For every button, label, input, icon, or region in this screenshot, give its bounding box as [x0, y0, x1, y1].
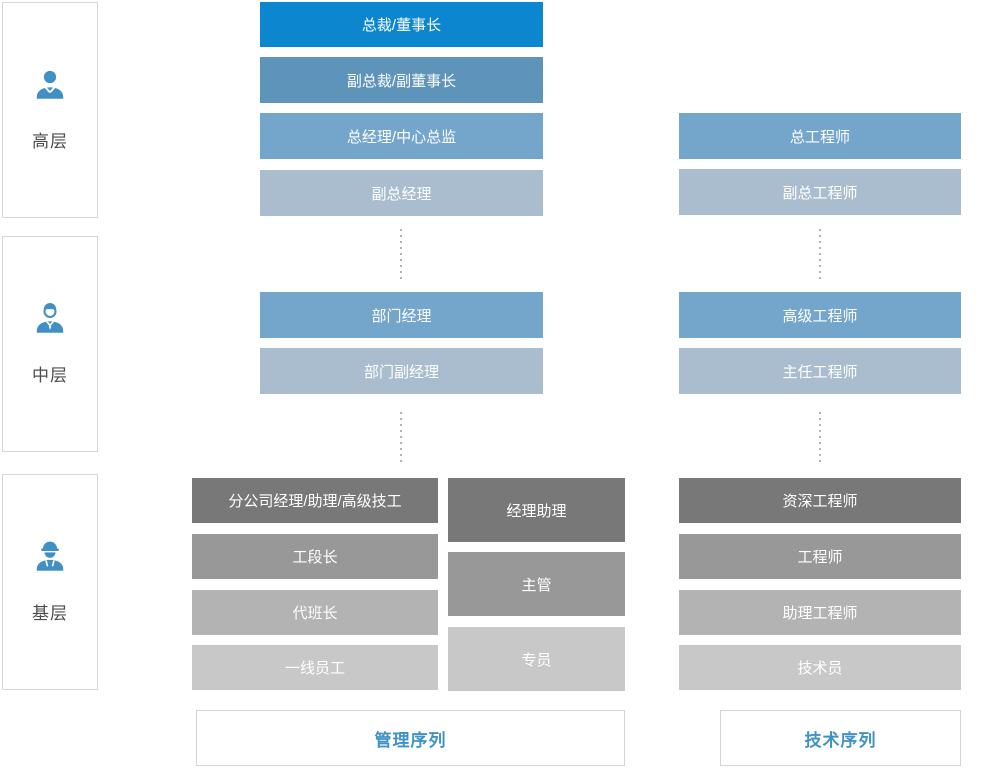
node-general-manager: 总经理/中心总监	[260, 113, 543, 159]
node-section-chief: 工段长	[192, 534, 438, 579]
node-department-manager: 部门经理	[260, 292, 543, 338]
level-box-middle: 中层	[2, 236, 98, 452]
node-vice-president: 副总裁/副董事长	[260, 57, 543, 103]
dotted-connector	[819, 412, 821, 464]
management-sequence-label: 管理序列	[196, 710, 625, 766]
node-shift-leader: 代班长	[192, 590, 438, 635]
node-deputy-general-manager: 副总经理	[260, 170, 543, 216]
node-deputy-chief-engineer: 副总工程师	[679, 169, 961, 215]
level-label: 中层	[32, 365, 68, 385]
node-deputy-department-manager: 部门副经理	[260, 348, 543, 394]
node-chief-engineer: 总工程师	[679, 113, 961, 159]
node-supervisor: 主管	[448, 552, 625, 616]
dotted-connector	[819, 229, 821, 281]
node-assistant-engineer: 助理工程师	[679, 590, 961, 635]
node-technician: 技术员	[679, 645, 961, 690]
node-manager-assistant: 经理助理	[448, 478, 625, 542]
level-label: 高层	[32, 131, 68, 151]
level-label: 基层	[32, 603, 68, 623]
technical-sequence-label: 技术序列	[720, 710, 961, 766]
node-frontline-worker: 一线员工	[192, 645, 438, 690]
node-engineer: 工程师	[679, 534, 961, 579]
node-senior-engineer: 高级工程师	[679, 292, 961, 338]
executive-icon	[36, 70, 64, 99]
level-box-base: 基层	[2, 474, 98, 690]
level-box-senior: 高层	[2, 2, 98, 218]
dotted-connector	[400, 229, 402, 281]
node-branch-manager: 分公司经理/助理/高级技工	[192, 478, 438, 523]
node-specialist: 专员	[448, 627, 625, 691]
node-president: 总裁/董事长	[260, 2, 543, 47]
node-principal-engineer: 主任工程师	[679, 348, 961, 394]
worker-icon	[36, 541, 64, 571]
dotted-connector	[400, 412, 402, 464]
manager-icon	[36, 302, 64, 333]
node-veteran-engineer: 资深工程师	[679, 478, 961, 523]
